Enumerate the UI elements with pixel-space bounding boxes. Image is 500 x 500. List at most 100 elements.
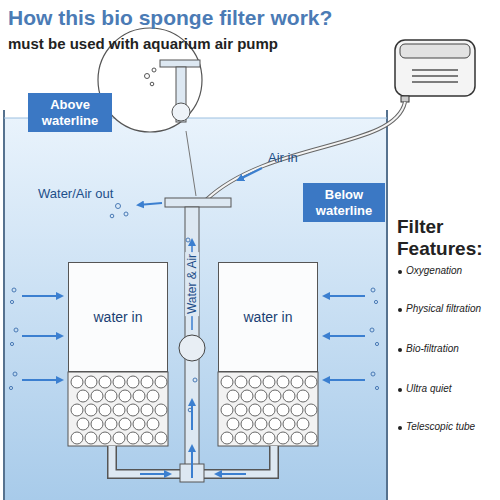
bio-ball xyxy=(249,404,261,416)
bio-cartridge xyxy=(218,372,318,446)
bio-ball xyxy=(255,390,267,402)
bio-ball xyxy=(241,418,253,430)
bio-ball xyxy=(241,390,253,402)
bio-ball xyxy=(71,376,83,388)
bio-ball xyxy=(305,432,317,444)
bio-ball xyxy=(141,404,153,416)
bio-ball xyxy=(99,432,111,444)
bio-ball xyxy=(85,432,97,444)
bio-ball xyxy=(269,390,281,402)
bullet-dot xyxy=(398,388,402,392)
water xyxy=(4,118,387,500)
bio-ball xyxy=(221,376,233,388)
bio-ball xyxy=(277,432,289,444)
bio-ball xyxy=(263,404,275,416)
bio-ball xyxy=(147,418,159,430)
bio-ball xyxy=(221,432,233,444)
bio-ball xyxy=(127,376,139,388)
bio-ball xyxy=(255,418,267,430)
bullet-dot xyxy=(398,348,402,352)
node-texts: Below waterline xyxy=(309,187,379,218)
node-texts: water in xyxy=(93,309,142,325)
bullet-dot xyxy=(398,426,402,430)
bio-ball xyxy=(113,432,125,444)
bio-ball xyxy=(119,418,131,430)
bio-ball xyxy=(99,404,111,416)
bio-ball xyxy=(283,418,295,430)
bio-ball xyxy=(85,376,97,388)
title: How this bio sponge filter work? xyxy=(8,6,332,30)
bio-ball xyxy=(235,376,247,388)
bio-ball xyxy=(263,376,275,388)
bio-ball xyxy=(141,376,153,388)
node-text: water in xyxy=(93,309,142,325)
tube-clamp xyxy=(179,335,205,361)
bio-ball xyxy=(227,418,239,430)
tube-label: Water & Air xyxy=(185,252,199,316)
bio-ball xyxy=(91,390,103,402)
sponge: water in xyxy=(218,262,318,372)
bio-ball xyxy=(155,404,167,416)
bio-ball xyxy=(305,376,317,388)
feature-item: Telescopic tube xyxy=(406,421,475,432)
tag-box: Above waterline xyxy=(28,93,112,132)
bio-ball xyxy=(291,376,303,388)
bio-ball xyxy=(71,432,83,444)
bio-ball xyxy=(269,418,281,430)
flow-label: Air in xyxy=(268,150,298,165)
feature-item: Oxygenation xyxy=(406,265,462,276)
node-text: water in xyxy=(243,309,292,325)
tag-box: Below waterline xyxy=(303,183,385,222)
bio-ball xyxy=(305,404,317,416)
bio-ball xyxy=(77,418,89,430)
bio-ball xyxy=(127,432,139,444)
node-texts: Above waterline xyxy=(34,97,106,128)
bio-ball xyxy=(235,432,247,444)
node-text: Below waterline xyxy=(309,187,379,218)
feature-item: Ultra quiet xyxy=(406,383,452,394)
bio-ball xyxy=(263,432,275,444)
bio-ball xyxy=(133,418,145,430)
feature-item: Physical filtration xyxy=(406,303,481,314)
bio-ball xyxy=(155,376,167,388)
bio-ball xyxy=(119,390,131,402)
bio-ball xyxy=(71,404,83,416)
bio-ball xyxy=(113,376,125,388)
subtitle: must be used with aquarium air pump xyxy=(8,35,278,52)
sponge: water in xyxy=(68,262,168,372)
bio-ball xyxy=(155,432,167,444)
features-heading: Filter Features: xyxy=(397,216,497,260)
bio-ball xyxy=(77,390,89,402)
bio-ball xyxy=(277,404,289,416)
bio-ball xyxy=(249,432,261,444)
bullet-dot xyxy=(398,270,402,274)
bio-ball xyxy=(113,404,125,416)
bio-ball xyxy=(127,404,139,416)
bio-cartridge xyxy=(68,372,168,446)
bio-ball xyxy=(291,432,303,444)
bio-ball xyxy=(221,404,233,416)
bio-ball xyxy=(105,418,117,430)
bio-ball xyxy=(85,404,97,416)
bio-ball xyxy=(249,376,261,388)
bio-ball xyxy=(227,390,239,402)
bio-ball xyxy=(105,390,117,402)
bio-ball xyxy=(133,390,145,402)
bio-ball xyxy=(291,404,303,416)
bio-ball xyxy=(147,390,159,402)
bio-ball xyxy=(235,404,247,416)
node-text: Above waterline xyxy=(34,97,106,128)
bio-ball xyxy=(297,390,309,402)
bio-ball xyxy=(91,418,103,430)
feature-item: Bio-filtration xyxy=(406,343,459,354)
bio-ball xyxy=(283,390,295,402)
bullet-dot xyxy=(398,308,402,312)
air-pump xyxy=(395,40,475,96)
bio-ball xyxy=(99,376,111,388)
flow-label: Water/Air out xyxy=(38,186,113,201)
bio-ball xyxy=(141,432,153,444)
outlet xyxy=(165,198,231,207)
node-texts: water in xyxy=(243,309,292,325)
bio-ball xyxy=(277,376,289,388)
